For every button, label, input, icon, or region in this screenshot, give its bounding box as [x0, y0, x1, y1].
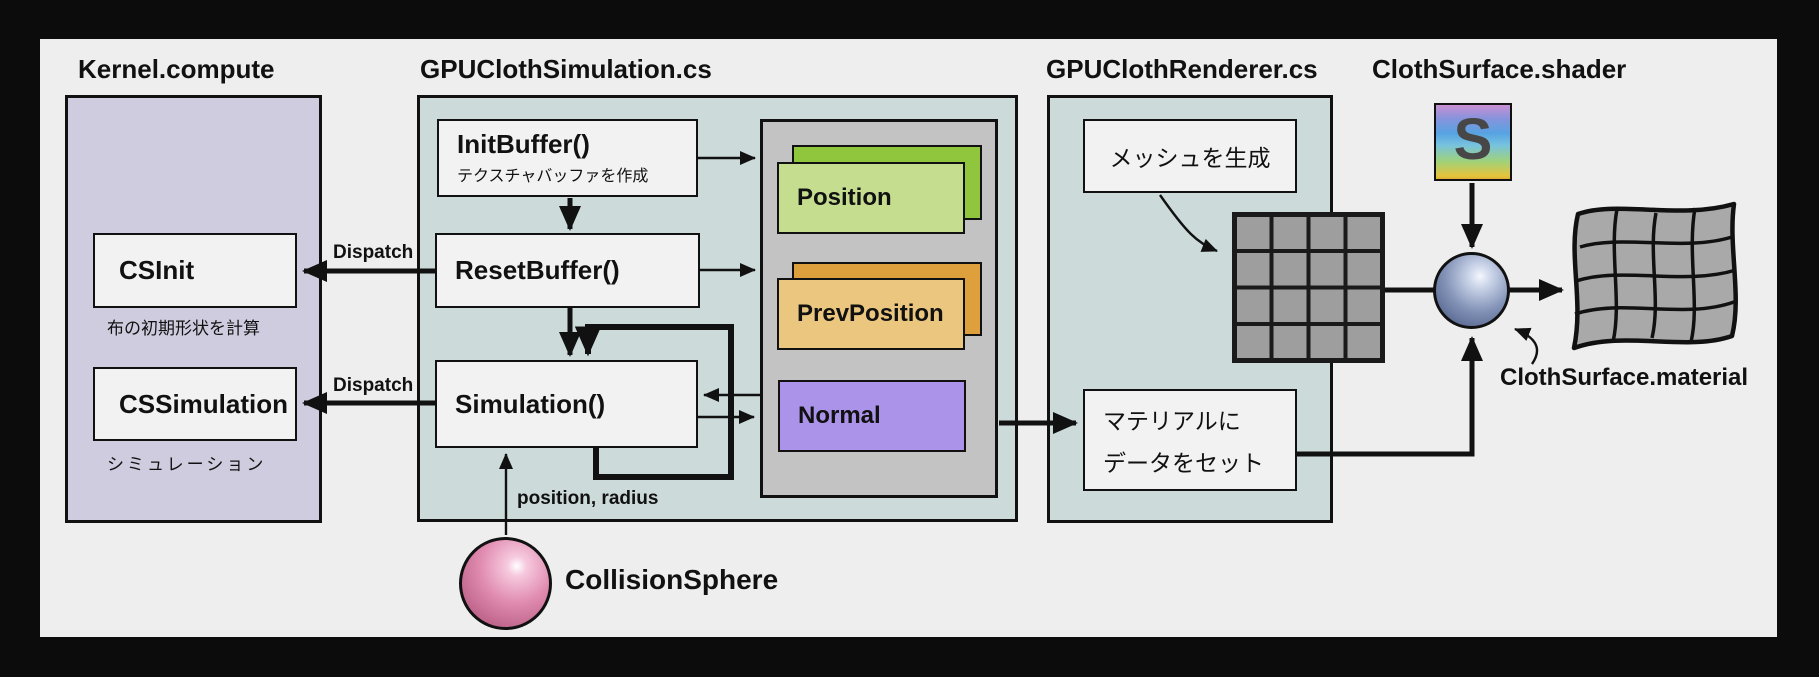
- reset-buffer-box: ResetBuffer(): [435, 233, 700, 308]
- init-buffer-box: InitBuffer() テクスチャバッファを作成: [437, 119, 698, 197]
- reset-buffer-label: ResetBuffer(): [455, 255, 620, 286]
- cs-init-label: CSInit: [119, 255, 195, 286]
- shader-file-icon: S: [1434, 103, 1512, 181]
- init-buffer-note: テクスチャバッファを作成: [457, 168, 649, 186]
- init-buffer-label: InitBuffer(): [457, 128, 590, 159]
- simulation-box: Simulation(): [435, 360, 698, 448]
- cloth-mesh-icon: [1571, 201, 1738, 351]
- cs-simulation-box: CSSimulation: [93, 367, 297, 441]
- set-material-line2: データをセット: [1103, 450, 1264, 476]
- cs-simulation-label: CSSimulation: [119, 388, 289, 419]
- gpu-cloth-renderer-title: GPUClothRenderer.cs: [1046, 54, 1318, 84]
- dispatch-label-1: Dispatch: [333, 242, 414, 263]
- material-sphere-icon: [1433, 252, 1510, 329]
- set-material-line1: マテリアルに: [1103, 408, 1241, 434]
- cs-init-note: 布の初期形状を計算: [107, 319, 260, 338]
- prevposition-card: PrevPosition: [777, 278, 965, 350]
- cs-init-box: CSInit: [93, 233, 297, 308]
- generate-mesh-label: メッシュを生成: [1109, 145, 1271, 171]
- normal-card: Normal: [778, 380, 966, 452]
- kernel-compute-title: Kernel.compute: [78, 54, 275, 84]
- simulation-label: Simulation(): [455, 388, 606, 419]
- generate-mesh-box: メッシュを生成: [1083, 119, 1297, 193]
- position-card: Position: [777, 162, 965, 234]
- prevposition-label: PrevPosition: [797, 300, 944, 327]
- kernel-compute-container: [65, 95, 322, 523]
- position-radius-label: position, radius: [517, 488, 659, 509]
- cloth-surface-shader-title: ClothSurface.shader: [1372, 54, 1627, 84]
- cs-simulation-note: シミュレーション: [107, 455, 267, 474]
- collision-sphere-label: CollisionSphere: [565, 564, 779, 595]
- mesh-grid-icon: [1232, 212, 1385, 363]
- set-material-box: マテリアルに データをセット: [1083, 389, 1297, 491]
- cloth-surface-material-label: ClothSurface.material: [1500, 364, 1749, 391]
- gpu-cloth-simulation-title: GPUClothSimulation.cs: [420, 54, 712, 84]
- shader-icon-letter: S: [1453, 107, 1493, 172]
- position-label: Position: [797, 184, 892, 211]
- dispatch-label-2: Dispatch: [333, 375, 414, 396]
- collision-sphere-icon: [459, 537, 552, 630]
- normal-label: Normal: [798, 402, 881, 429]
